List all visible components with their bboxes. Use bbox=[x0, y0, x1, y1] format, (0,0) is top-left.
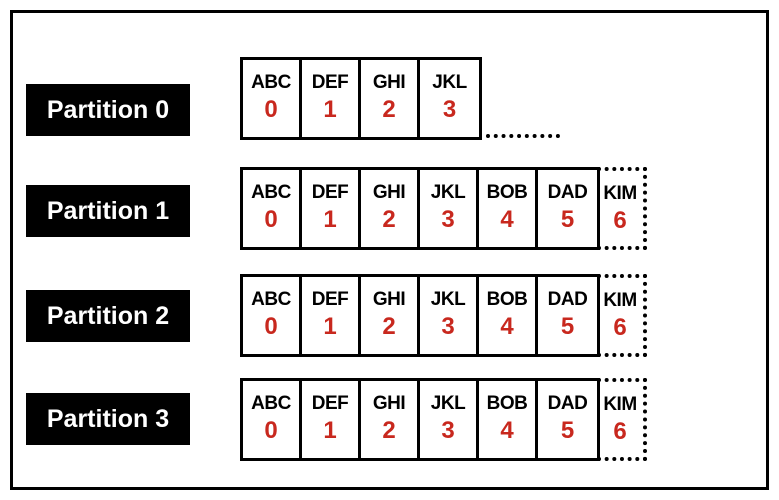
record-offset: 1 bbox=[323, 417, 337, 444]
record-key: GHI bbox=[372, 289, 406, 310]
record-cell: DAD 5 bbox=[538, 170, 597, 247]
partition-log-1: ABC 0 DEF 1 GHI 2 JKL 3 BOB 4 DAD 5 bbox=[240, 167, 600, 250]
record-cell: GHI 2 bbox=[361, 170, 420, 247]
record-cell: ABC 0 bbox=[243, 60, 302, 137]
record-key: ABC bbox=[251, 393, 291, 414]
record-offset: 1 bbox=[323, 313, 337, 340]
record-key: GHI bbox=[372, 393, 406, 414]
record-key: DEF bbox=[311, 182, 349, 203]
record-key: JKL bbox=[432, 72, 467, 93]
pending-record-key: KIM bbox=[603, 394, 637, 415]
pending-record-offset: 6 bbox=[613, 314, 627, 341]
pending-record-cell: KIM 6 bbox=[597, 378, 647, 461]
record-key: GHI bbox=[372, 72, 406, 93]
record-cell: DEF 1 bbox=[302, 277, 361, 354]
partition-label-1: Partition 1 bbox=[26, 185, 190, 237]
record-key: BOB bbox=[486, 289, 528, 310]
partition-log-3: ABC 0 DEF 1 GHI 2 JKL 3 BOB 4 DAD 5 bbox=[240, 378, 600, 461]
record-cell: BOB 4 bbox=[479, 277, 538, 354]
record-offset: 2 bbox=[382, 206, 396, 233]
record-cell: DEF 1 bbox=[302, 170, 361, 247]
record-offset: 1 bbox=[323, 96, 337, 123]
record-key: ABC bbox=[251, 72, 291, 93]
record-offset: 5 bbox=[560, 206, 575, 233]
record-cell: JKL 3 bbox=[420, 60, 479, 137]
record-key: BOB bbox=[486, 182, 528, 203]
record-key: JKL bbox=[430, 182, 466, 203]
record-cell: DEF 1 bbox=[302, 381, 361, 458]
record-key: DEF bbox=[311, 72, 349, 93]
record-key: DEF bbox=[311, 289, 349, 310]
record-offset: 3 bbox=[442, 96, 457, 123]
record-offset: 3 bbox=[441, 206, 455, 233]
record-cell: JKL 3 bbox=[420, 381, 479, 458]
record-offset: 1 bbox=[323, 206, 337, 233]
record-offset: 2 bbox=[382, 417, 396, 444]
record-offset: 4 bbox=[500, 417, 514, 444]
partition-label-0: Partition 0 bbox=[26, 84, 190, 136]
record-key: JKL bbox=[430, 289, 466, 310]
record-offset: 2 bbox=[382, 96, 396, 123]
record-offset: 0 bbox=[264, 206, 278, 233]
record-cell: JKL 3 bbox=[420, 170, 479, 247]
record-cell: GHI 2 bbox=[361, 277, 420, 354]
record-offset: 3 bbox=[441, 417, 455, 444]
record-key: DAD bbox=[547, 289, 588, 310]
record-offset: 0 bbox=[264, 313, 278, 340]
record-cell: DAD 5 bbox=[538, 381, 597, 458]
partition-label-2: Partition 2 bbox=[26, 290, 190, 342]
record-cell: GHI 2 bbox=[361, 60, 420, 137]
record-key: JKL bbox=[430, 393, 466, 414]
record-cell: ABC 0 bbox=[243, 277, 302, 354]
record-offset: 0 bbox=[264, 96, 278, 123]
partition-label-3: Partition 3 bbox=[26, 393, 190, 445]
record-cell: JKL 3 bbox=[420, 277, 479, 354]
record-cell: DEF 1 bbox=[302, 60, 361, 137]
record-offset: 5 bbox=[560, 417, 575, 444]
record-offset: 0 bbox=[264, 417, 278, 444]
record-offset: 4 bbox=[500, 313, 514, 340]
record-cell: DAD 5 bbox=[538, 277, 597, 354]
record-cell: BOB 4 bbox=[479, 170, 538, 247]
record-cell: GHI 2 bbox=[361, 381, 420, 458]
partition-0-continuation-line bbox=[486, 134, 560, 138]
pending-record-cell: KIM 6 bbox=[597, 274, 647, 357]
pending-record-key: KIM bbox=[603, 183, 637, 204]
pending-record-key: KIM bbox=[603, 290, 637, 311]
partition-log-0: ABC 0 DEF 1 GHI 2 JKL 3 bbox=[240, 57, 482, 140]
record-offset: 4 bbox=[500, 206, 514, 233]
record-key: DAD bbox=[547, 393, 588, 414]
record-cell: BOB 4 bbox=[479, 381, 538, 458]
pending-record-offset: 6 bbox=[613, 207, 627, 234]
record-key: ABC bbox=[251, 289, 291, 310]
record-key: DEF bbox=[311, 393, 349, 414]
record-key: BOB bbox=[486, 393, 528, 414]
record-offset: 3 bbox=[441, 313, 455, 340]
record-key: GHI bbox=[372, 182, 406, 203]
record-cell: ABC 0 bbox=[243, 170, 302, 247]
record-offset: 2 bbox=[382, 313, 396, 340]
pending-record-cell: KIM 6 bbox=[597, 167, 647, 250]
record-key: ABC bbox=[251, 182, 291, 203]
pending-record-offset: 6 bbox=[613, 418, 627, 445]
record-offset: 5 bbox=[560, 313, 575, 340]
partition-log-2: ABC 0 DEF 1 GHI 2 JKL 3 BOB 4 DAD 5 bbox=[240, 274, 600, 357]
record-key: DAD bbox=[547, 182, 588, 203]
record-cell: ABC 0 bbox=[243, 381, 302, 458]
